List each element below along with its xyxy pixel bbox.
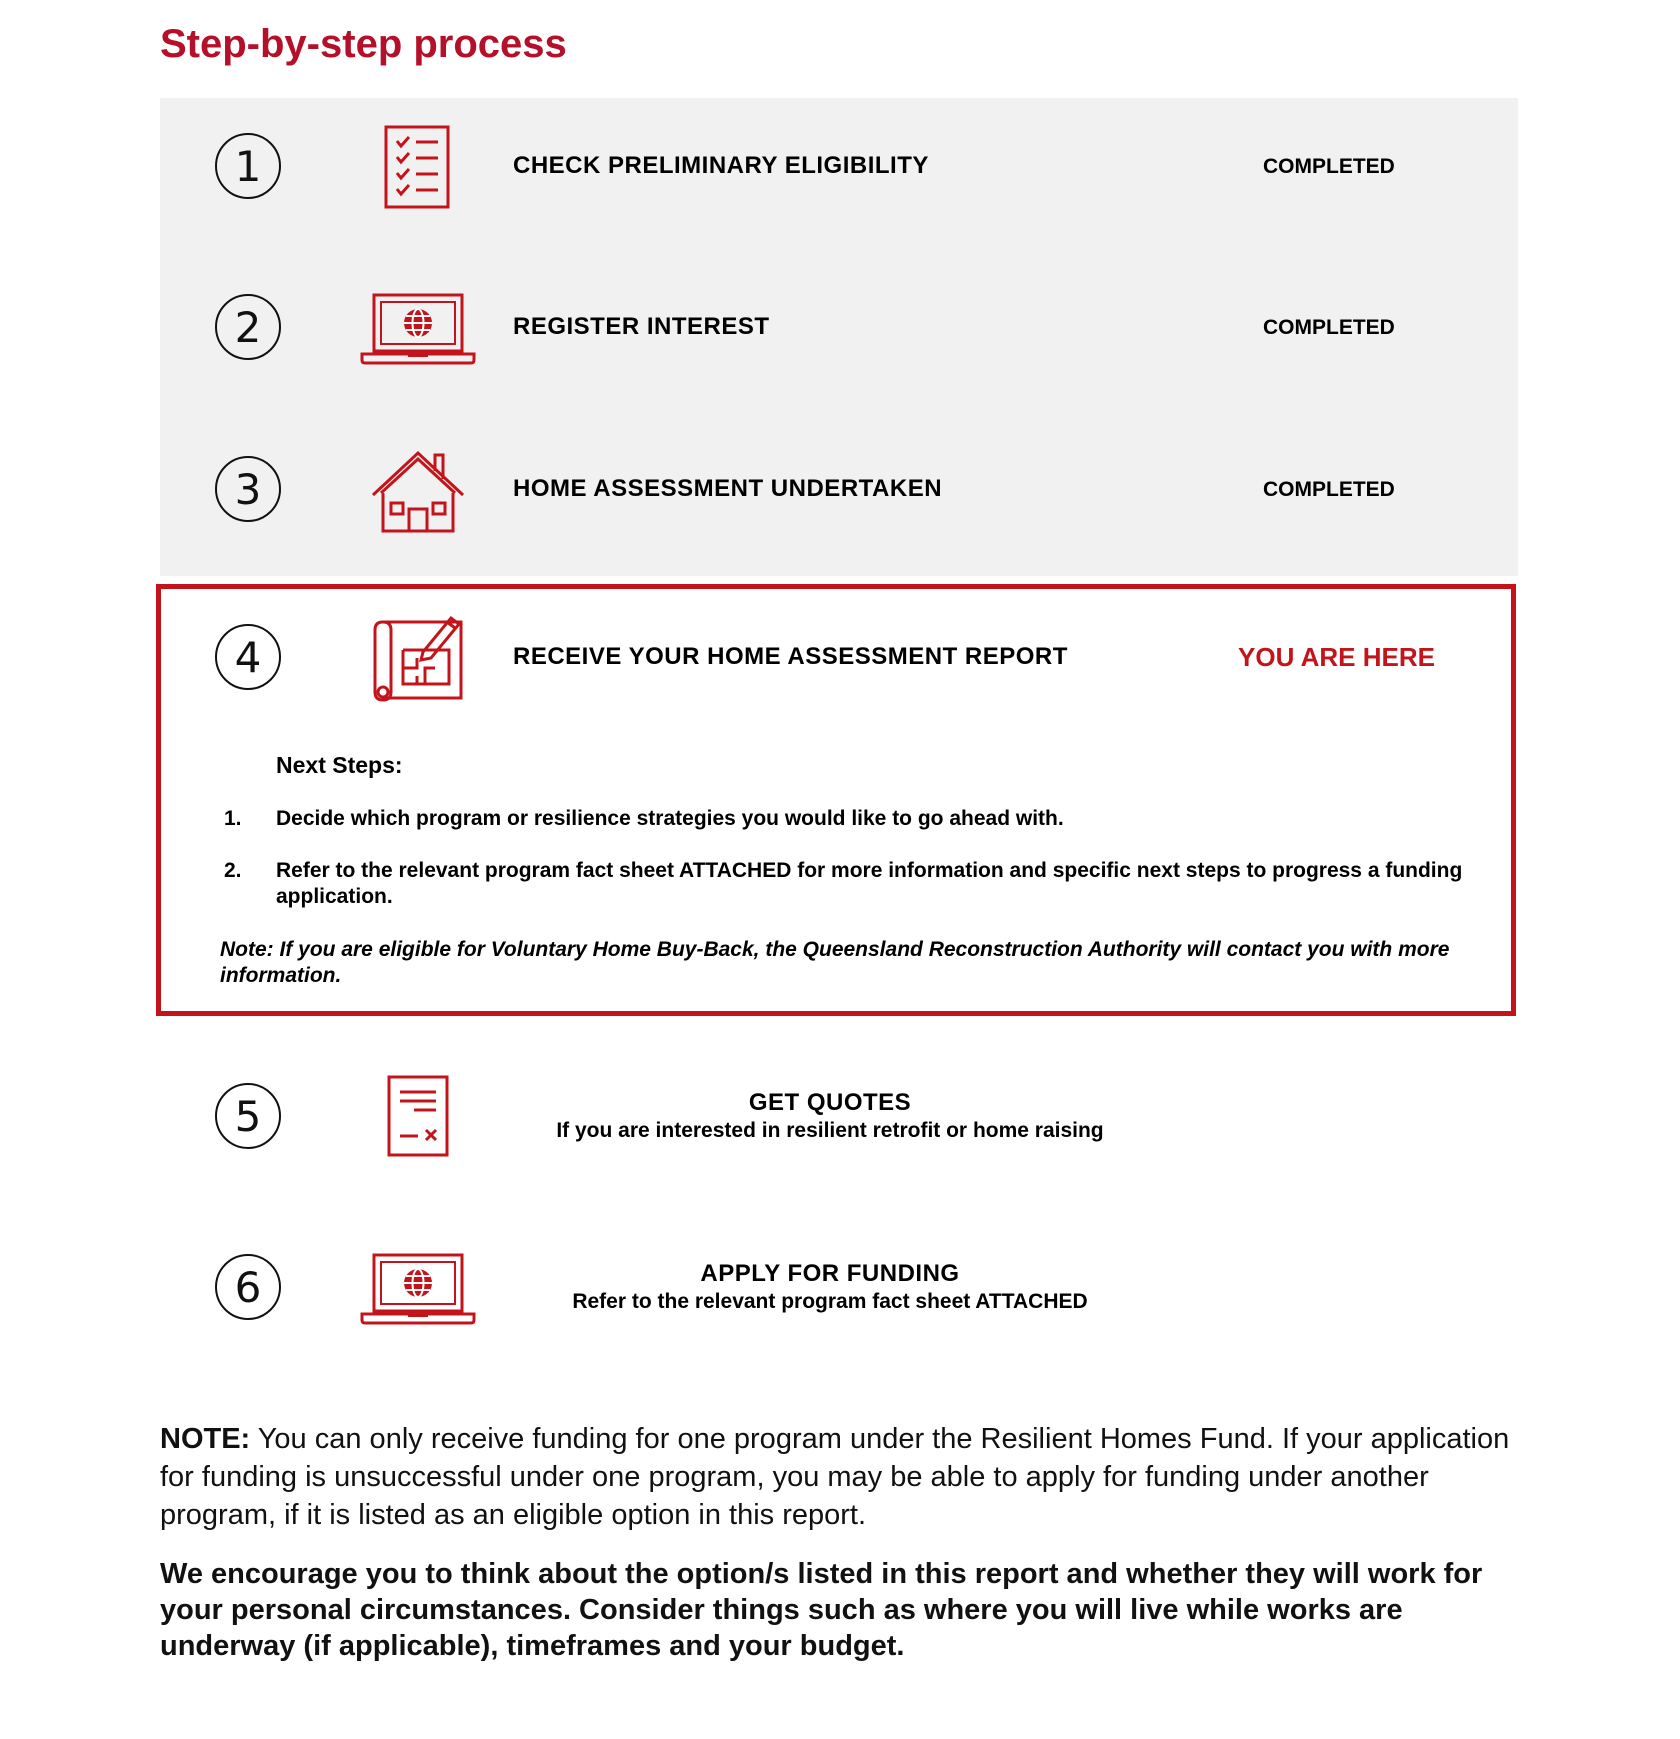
funding-note-text: You can only receive funding for one pro… [160,1423,1510,1531]
step-status-2: COMPLETED [1263,316,1395,339]
list-item: 2. Refer to the relevant program fact sh… [224,858,1494,910]
step-number-2: 2 [215,294,281,360]
funding-note: NOTE: You can only receive funding for o… [160,1420,1520,1534]
step-number-5: 5 [215,1083,281,1149]
list-item-text: Decide which program or resilience strat… [276,807,1064,830]
step-label-2: REGISTER INTEREST [513,313,770,340]
step-status-1: COMPLETED [1263,155,1395,178]
step-number-1: 1 [215,133,281,199]
step-sublabel-5: If you are interested in resilient retro… [556,1119,1104,1142]
step-sublabel-6: Refer to the relevant program fact sheet… [572,1290,1088,1313]
list-item-text: Refer to the relevant program fact sheet… [276,859,1463,908]
step-number-4: 4 [215,624,281,690]
buyback-note: Note: If you are eligible for Voluntary … [220,938,1450,987]
step-label-1: CHECK PRELIMINARY ELIGIBILITY [513,152,929,179]
laptop-globe-icon [359,292,477,366]
step-label-6: APPLY FOR FUNDING [700,1260,960,1287]
encourage-paragraph: We encourage you to think about the opti… [160,1558,1483,1662]
step-number-6: 6 [215,1254,281,1320]
next-steps-heading: Next Steps: [276,752,403,778]
quote-document-icon [386,1074,450,1158]
house-icon [369,447,467,535]
blueprint-pencil-icon [369,612,467,704]
laptop-globe-icon [359,1252,477,1326]
step-label-3: HOME ASSESSMENT UNDERTAKEN [513,475,943,502]
current-step-box [156,584,1516,1016]
step-number-3: 3 [215,456,281,522]
step-label-5: GET QUOTES [748,1089,912,1116]
list-item-number: 1. [224,807,242,830]
list-item: 1. Decide which program or resilience st… [224,806,1494,832]
next-steps-list: 1. Decide which program or resilience st… [224,806,1494,832]
step-status-4: YOU ARE HERE [1238,642,1435,672]
next-steps-list-2: 2. Refer to the relevant program fact sh… [224,858,1494,910]
checklist-icon [383,124,451,210]
funding-note-lead: NOTE: [160,1423,251,1455]
step-6-text: APPLY FOR FUNDING Refer to the relevant … [500,1259,1160,1315]
step-label-4: RECEIVE YOUR HOME ASSESSMENT REPORT [513,643,1068,670]
list-item-number: 2. [224,859,242,882]
step-5-text: GET QUOTES If you are interested in resi… [500,1088,1160,1144]
step-status-3: COMPLETED [1263,478,1395,501]
page-title: Step-by-step process [160,22,567,66]
